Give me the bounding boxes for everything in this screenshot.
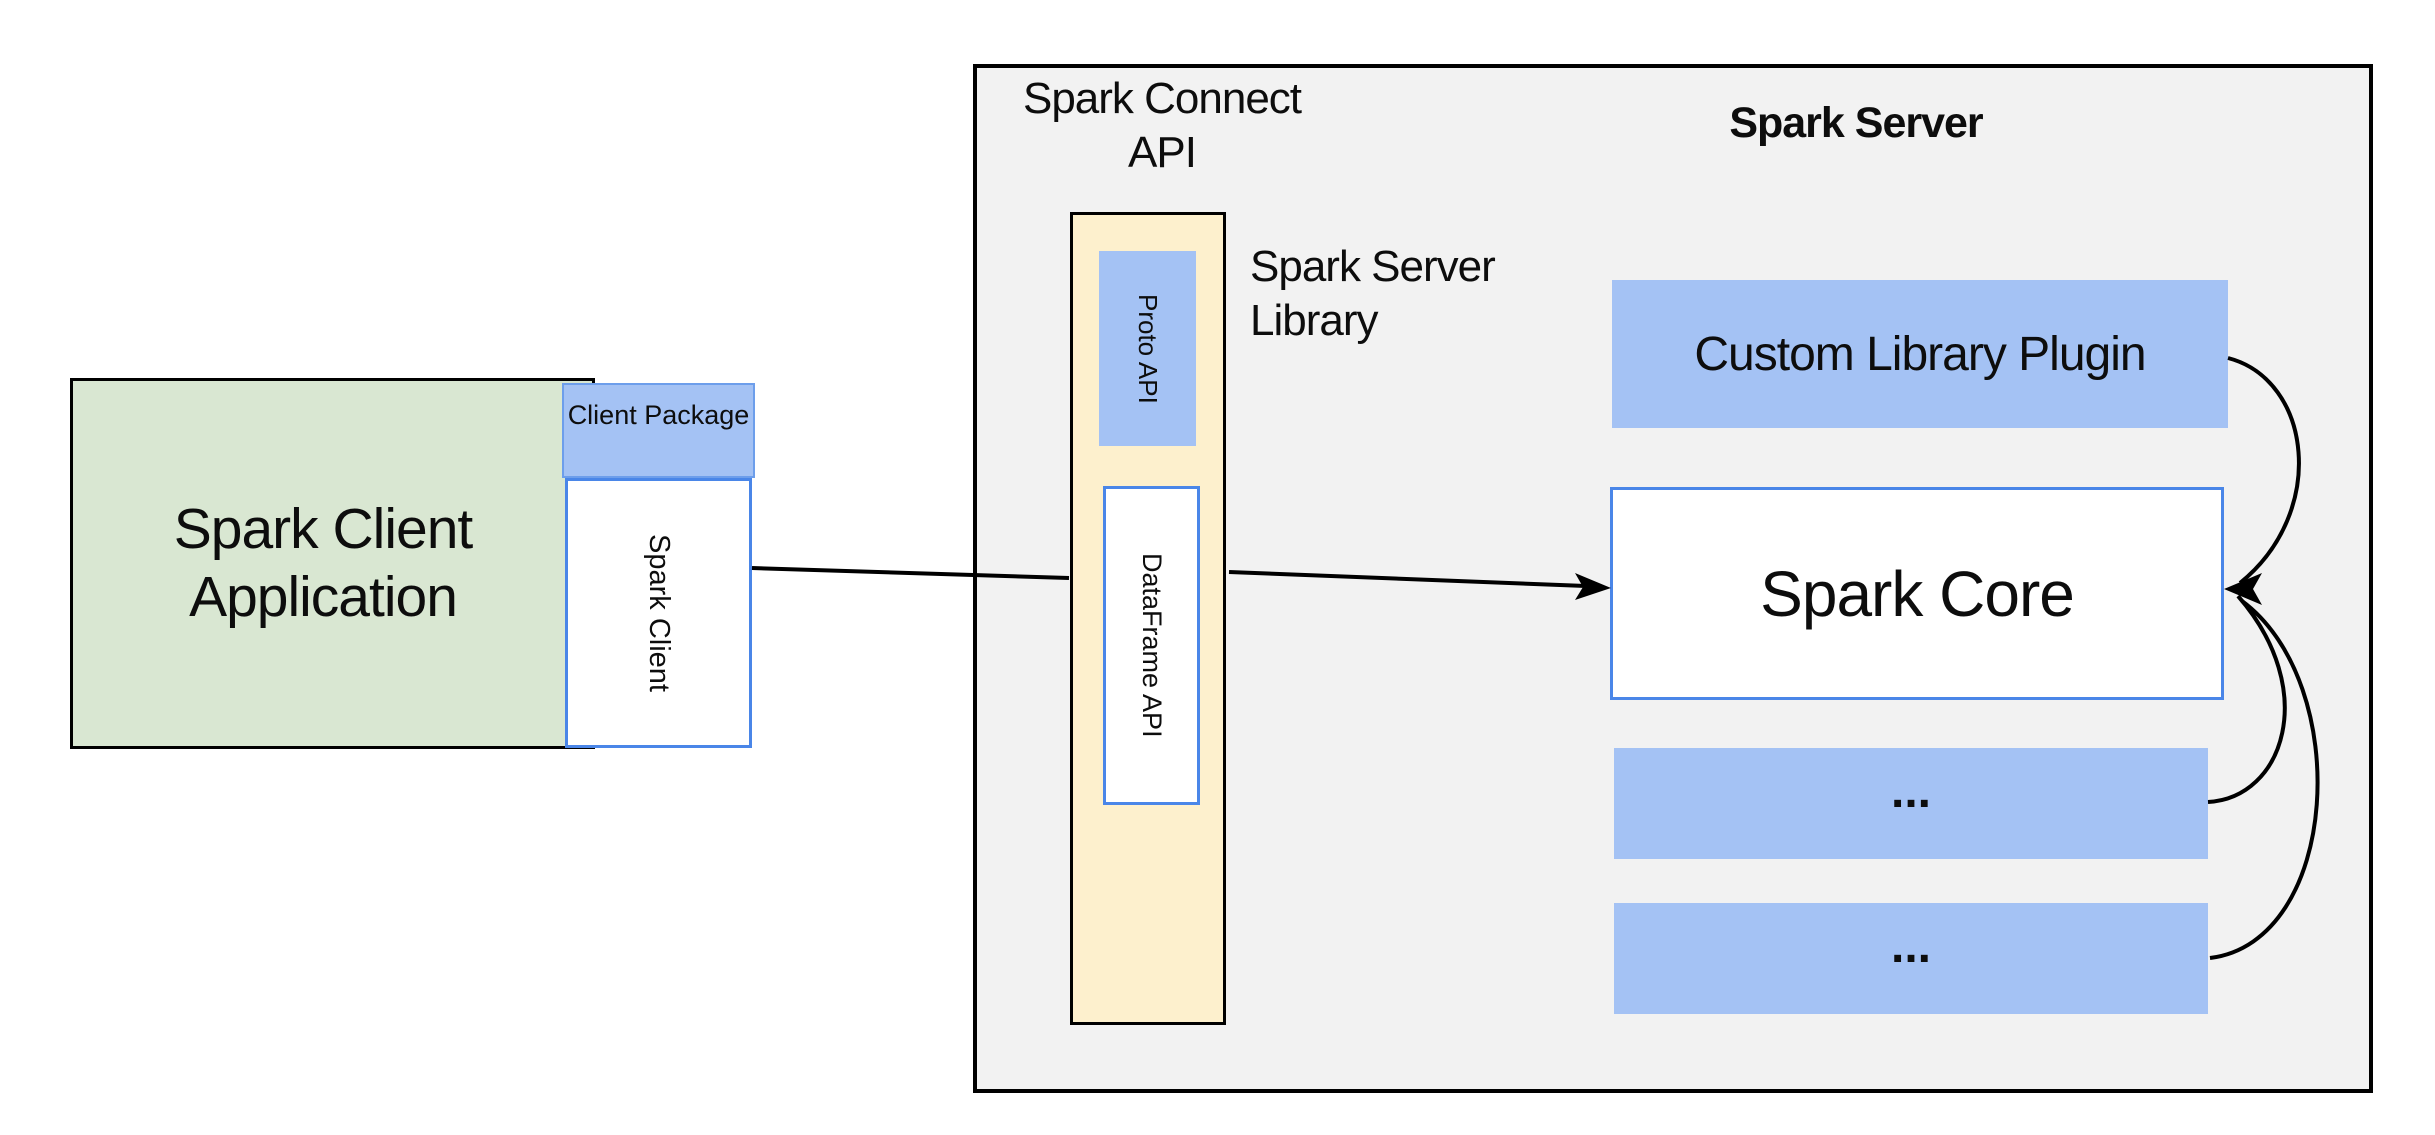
spark-client-application-box [70,378,595,749]
dataframe-api-box: DataFrame API [1103,486,1200,805]
spark-server-title: Spark Server [1729,99,1983,147]
spark-server-library-label-line1: Spark Server [1250,242,1496,291]
custom-library-plugin-label: Custom Library Plugin [1694,327,2146,381]
spark-connect-api-title: Spark Connect API [962,72,1362,180]
more-plugins-label-1: ... [1890,765,1931,818]
proto-api-box: Proto API [1099,251,1196,446]
custom-library-plugin-box: Custom Library Plugin [1612,280,2228,428]
client-package-label: Client Package [567,400,750,430]
spark-core-label: Spark Core [1760,557,2075,630]
more-plugins-label-2: ... [1890,920,1931,973]
more-plugins-box-1: ... [1614,748,2208,859]
spark-core-box: Spark Core [1610,487,2224,700]
spark-client-label: Spark Client [643,534,675,692]
dataframe-api-label: DataFrame API [1137,553,1167,738]
spark-client-box: Spark Client [565,478,752,748]
proto-api-label: Proto API [1133,293,1163,404]
client-package-box: Client Package [562,383,755,478]
spark-connect-api-title-line1: Spark Connect [1022,74,1302,123]
spark-server-library-label-line2: Library [1250,296,1379,345]
spark-server-library-label: Spark Server Library [1250,240,1580,348]
spark-connect-api-title-line2: API [1128,128,1197,177]
more-plugins-box-2: ... [1614,903,2208,1014]
spark-client-application-label: Spark Client Application [173,497,473,629]
